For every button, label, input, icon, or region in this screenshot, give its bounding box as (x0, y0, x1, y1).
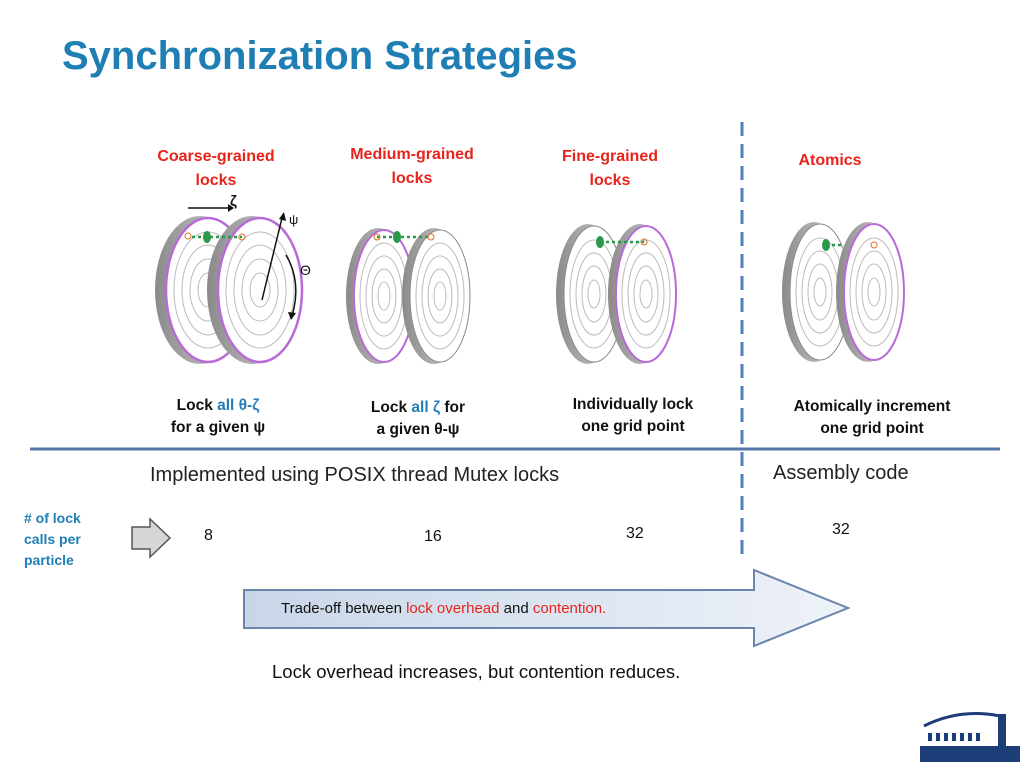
bottom-note: Lock overhead increases, but contention … (272, 661, 681, 682)
disk-group-medium (346, 228, 471, 364)
zeta-label: ζ (230, 193, 237, 210)
lock-count-fine: 32 (626, 525, 644, 542)
desc-medium: Lock all ζ for a given θ-ψ (370, 399, 466, 438)
lock-count-coarse: 8 (204, 527, 213, 544)
tradeoff-text: Trade-off between lock overhead and cont… (281, 600, 607, 617)
side-arrow-icon (131, 517, 172, 559)
desc-coarse: Lock all θ-ζ for a given ψ (170, 397, 266, 436)
disk-group-coarse (155, 204, 304, 364)
lock-count-medium: 16 (424, 528, 442, 545)
psi-label: ψ (289, 212, 299, 227)
implemented-text: Implemented using POSIX thread Mutex loc… (150, 464, 560, 486)
disk-group-fine (556, 224, 677, 364)
heading-atomics: Atomics (798, 152, 862, 169)
page-title: Synchronization Strategies (62, 34, 578, 78)
berkeley-lab-logo (920, 712, 1020, 762)
disk-group-atomics (782, 222, 905, 362)
lock-count-atomics: 32 (832, 521, 850, 538)
assembly-text: Assembly code (773, 462, 909, 484)
theta-label: Θ (300, 262, 311, 278)
tradeoff-arrow-shape (243, 568, 851, 648)
